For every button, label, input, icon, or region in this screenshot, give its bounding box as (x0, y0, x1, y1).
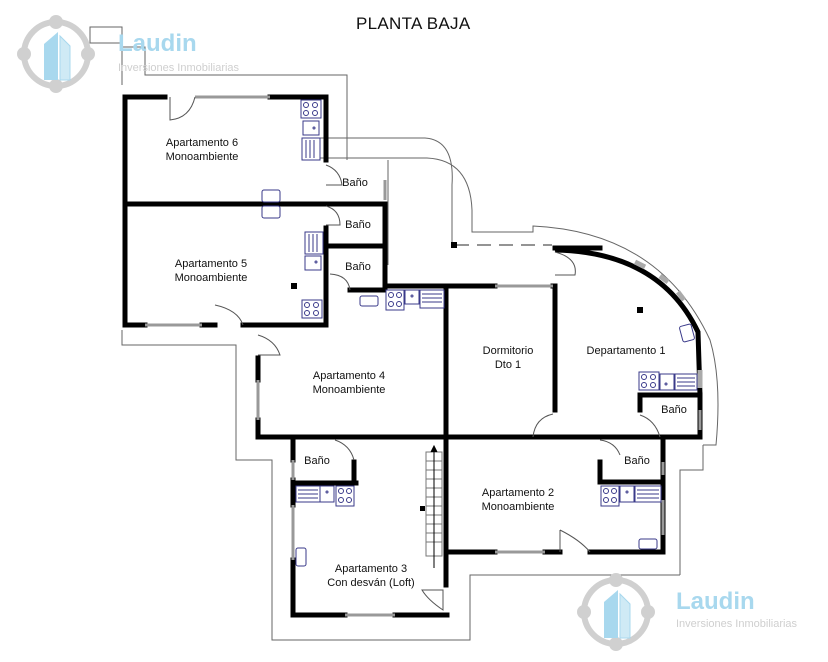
room-label-departamento-1: Departamento 1 (586, 345, 666, 357)
walls (122, 94, 703, 618)
column (637, 307, 643, 313)
room-label-bano-apt3: Baño (304, 455, 330, 467)
column (451, 242, 457, 248)
logo-watermark-bottom: Laudin Inversiones Inmobiliarias (574, 570, 828, 660)
page-title: PLANTA BAJA (356, 14, 471, 33)
property-outline (89, 26, 719, 641)
room-label-apt5: Apartamento 5 Monoambiente (174, 258, 248, 284)
logo-watermark-top: Laudin Inversiones Inmobiliarias (14, 12, 264, 93)
curved-windows (633, 259, 703, 388)
room-label-bano-apt5a: Baño (345, 219, 371, 231)
room-label-bano-dpto1: Baño (661, 404, 687, 416)
windows (145, 95, 702, 617)
logo-icon (577, 573, 655, 651)
room-label-apt6: Apartamento 6 Monoambiente (165, 137, 239, 163)
staircase-icon (425, 444, 443, 568)
kitchen-fixtures (261, 99, 698, 567)
curved-wall (554, 247, 703, 396)
doors (169, 96, 661, 611)
room-label-bano-apt6: Baño (342, 177, 368, 189)
room-label-dormitorio: Dormitorio Dto 1 (482, 345, 534, 371)
logo-brand: Laudin (118, 30, 197, 57)
logo-brand: Laudin (676, 588, 755, 615)
column (420, 506, 425, 511)
room-label-apt3: Apartamento 3 Con desván (Loft) (327, 563, 415, 589)
room-label-apt2: Apartamento 2 Monoambiente (481, 487, 555, 513)
logo-icon (17, 15, 95, 93)
logo-tagline: Inversiones Inmobiliarias (676, 618, 798, 630)
room-label-bano-apt5b: Baño (345, 261, 371, 273)
room-label-apt4: Apartamento 4 Monoambiente (312, 370, 386, 396)
logo-tagline: Inversiones Inmobiliarias (118, 62, 240, 74)
column (291, 283, 297, 289)
room-label-bano-apt2: Baño (624, 455, 650, 467)
